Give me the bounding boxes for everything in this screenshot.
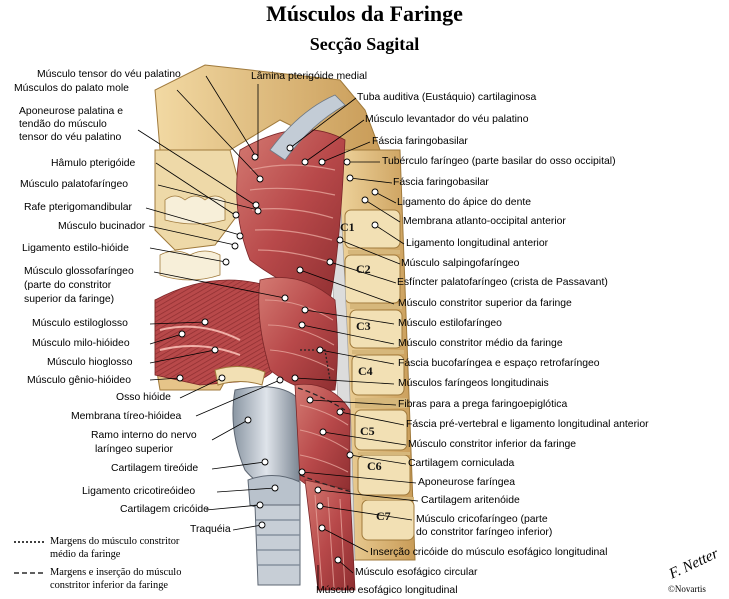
vertebra-c2: C2 <box>356 262 371 276</box>
label-traqueia: Traquéia <box>190 524 231 535</box>
label-ligamento-estilo-hioide: Ligamento estilo-hióide <box>22 243 129 254</box>
label-constritor-inferior: Músculo constritor inferior da faringe <box>408 439 577 450</box>
vertebra-c6: C6 <box>367 459 382 473</box>
label-salpingofaringeo: Músculo salpingofaríngeo <box>401 258 520 269</box>
label-cartilagem-cricoide: Cartilagem cricóide <box>120 504 209 515</box>
label-estilofaringeo: Músculo estilofaríngeo <box>398 318 502 329</box>
label-cricofaringeo-2: do constritor faríngeo inferior) <box>416 527 553 538</box>
label-ligamento-cricotireoideo: Ligamento cricotireóideo <box>82 486 196 497</box>
label-palatofaringeo: Músculo palatofaríngeo <box>20 179 129 190</box>
label-osso-hioide: Osso hióide <box>116 392 171 403</box>
label-aponeurose-palatina-3: tensor do véu palatino <box>19 132 122 143</box>
label-tuberculo-faringeo: Tubérculo faríngeo (parte basilar do oss… <box>382 156 616 167</box>
label-membrana-tireo-hioidea: Membrana tíreo-hióidea <box>71 411 182 422</box>
copyright-notice: ©Novartis <box>668 584 706 594</box>
label-hamulo-pterigoide: Hâmulo pterigóide <box>51 158 136 169</box>
label-esofagico-circular: Músculo esofágico circular <box>355 567 478 578</box>
label-levantador-veu-palatino: Músculo levantador do véu palatino <box>365 114 529 125</box>
label-membrana-atlanto-occipital: Membrana atlanto-occipital anterior <box>403 216 566 227</box>
label-fascia-faringobasilar-2: Fáscia faringobasilar <box>393 177 489 188</box>
page-title: Músculos da Faringe <box>266 1 463 26</box>
label-musculos-palato-mole: Músculos do palato mole <box>14 83 129 94</box>
label-genio-hioideo: Músculo gênio-hióideo <box>27 375 131 386</box>
label-ligamento-longitudinal-anterior: Ligamento longitudinal anterior <box>406 238 549 249</box>
label-musculos-faringeos-longitudinais: Músculos faríngeos longitudinais <box>398 378 549 389</box>
label-glossofaringeo-2: (parte do constritor <box>24 280 112 291</box>
label-cricofaringeo: Músculo cricofaríngeo (parte <box>416 514 548 525</box>
label-fascia-pre-vertebral: Fáscia pré-vertebral e ligamento longitu… <box>406 419 649 430</box>
label-fibras-prega-faringoepiglotica: Fibras para a prega faringoepiglótica <box>398 399 568 410</box>
label-laringeo-superior: laríngeo superior <box>95 444 173 455</box>
vertebra-c5: C5 <box>360 424 375 438</box>
vertebra-c1: C1 <box>340 220 355 234</box>
label-fascia-bucofaringea: Fáscia bucofaríngea e espaço retrofaríng… <box>398 358 600 369</box>
label-hioglosso: Músculo hioglosso <box>47 357 133 368</box>
label-fascia-faringobasilar: Fáscia faringobasilar <box>372 136 468 147</box>
label-bucinador: Músculo bucinador <box>58 221 146 232</box>
label-tuba-auditiva: Tuba auditiva (Eustáquio) cartilaginosa <box>357 92 537 103</box>
legend-dashed-text-2: constritor inferior da faringe <box>50 580 169 591</box>
vertebra-c4: C4 <box>358 364 373 378</box>
label-glossofaringeo-3: superior da faringe) <box>24 294 115 305</box>
label-ramo-interno-nervo: Ramo interno do nervo <box>91 430 197 441</box>
label-esofagico-longitudinal: Músculo esofágico longitudinal <box>316 585 458 596</box>
label-estiloglosso: Músculo estiloglosso <box>32 318 128 329</box>
vertebra-c3: C3 <box>356 319 371 333</box>
label-cartilagem-corniculada: Cartilagem corniculada <box>408 458 515 469</box>
label-aponeurose-faringea: Aponeurose faríngea <box>418 477 516 488</box>
legend-dotted-text-2: médio da faringe <box>50 549 121 560</box>
label-milo-hioideo: Músculo milo-hióideo <box>32 338 130 349</box>
label-glossofaringeo: Músculo glossofaríngeo <box>24 266 134 277</box>
label-insercao-cricoide: Inserção cricóide do músculo esofágico l… <box>370 547 608 558</box>
label-tensor-veu-palatino: Músculo tensor do véu palatino <box>37 69 181 80</box>
label-cartilagem-aritenoide: Cartilagem aritenóide <box>421 495 520 506</box>
label-esfincter-palatofaringeo: Esfíncter palatofaríngeo (crista de Pass… <box>397 277 608 288</box>
label-rafe-pterigomandibular: Rafe pterigomandibular <box>24 202 133 213</box>
legend-dotted-text: Margens do músculo constritor <box>50 536 180 547</box>
label-ligamento-apice-dente: Ligamento do ápice do dente <box>397 197 532 208</box>
label-lamina-pterigoide-medial: Lâmina pterigóide medial <box>251 71 368 82</box>
label-aponeurose-palatina-2: tendão do músculo <box>19 119 107 130</box>
page-subtitle: Secção Sagital <box>309 34 420 54</box>
label-cartilagem-tireoide: Cartilagem tireóide <box>111 463 199 474</box>
legend-dashed-text: Margens e inserção do músculo <box>50 567 182 578</box>
vertebra-c7: C7 <box>376 509 391 523</box>
label-aponeurose-palatina: Aponeurose palatina e <box>19 106 123 117</box>
label-constritor-medio: Músculo constritor médio da faringe <box>398 338 563 349</box>
label-constritor-superior: Músculo constritor superior da faringe <box>398 298 572 309</box>
